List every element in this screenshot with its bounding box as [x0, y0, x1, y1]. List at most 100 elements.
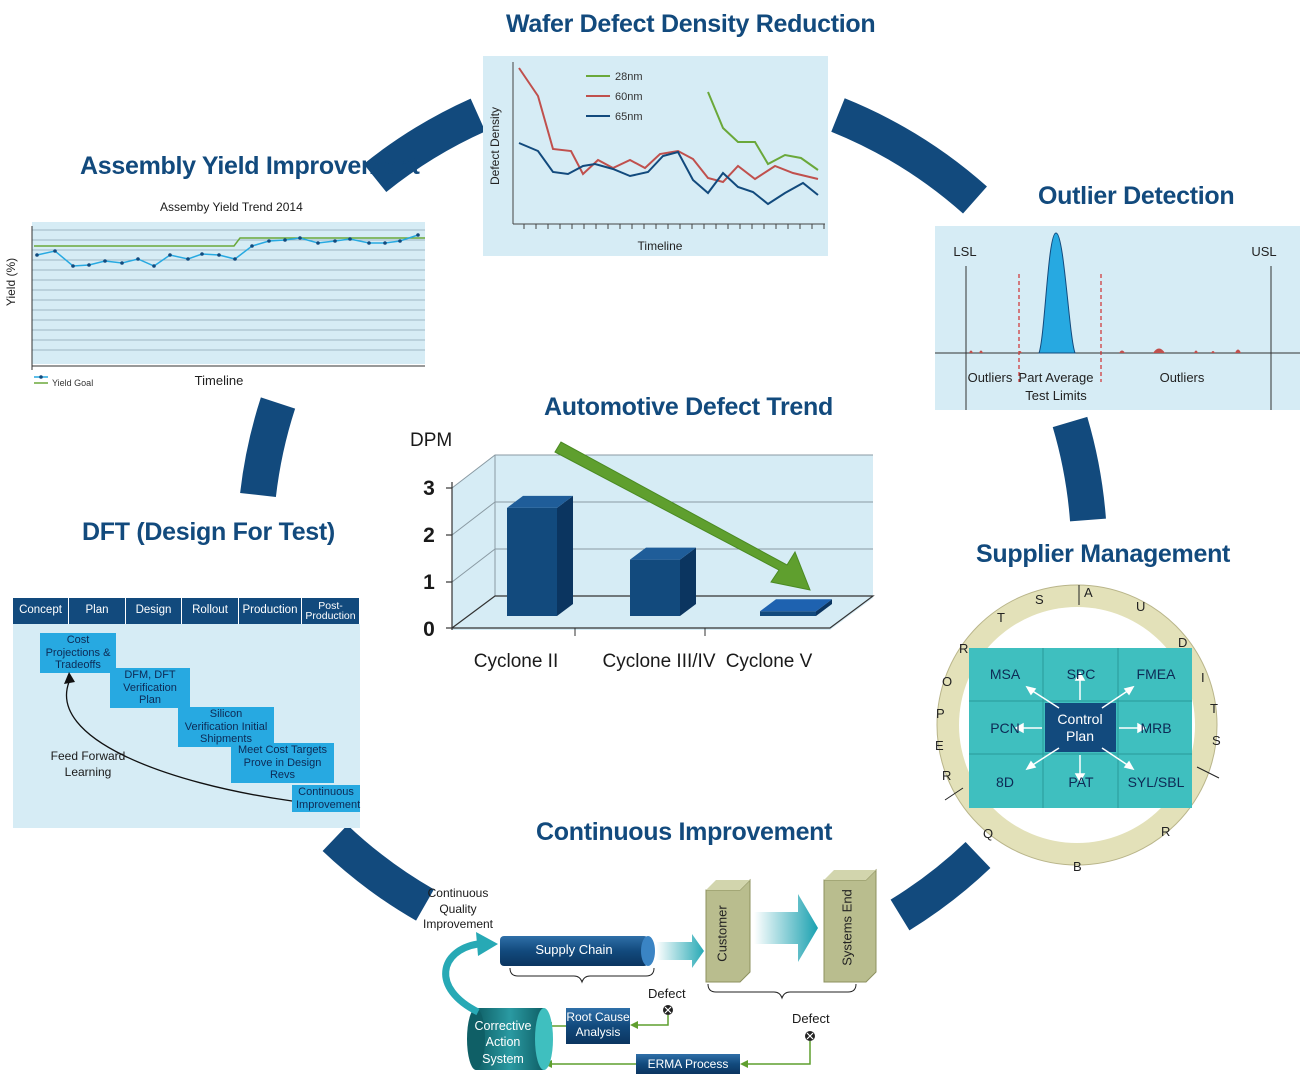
cqi-line3: Improvement	[422, 917, 494, 932]
series-65nm-line	[518, 142, 819, 206]
ring-letter-t-top: T	[997, 610, 1005, 625]
lsl-label: LSL	[953, 244, 976, 259]
arc-top-right	[831, 98, 987, 214]
category-cyclone-v: Cyclone V	[726, 651, 813, 672]
wafer-xlabel: Timeline	[638, 239, 683, 253]
wafer-chart-panel: 28nm 60nm 65nm Defect Density Timeline	[483, 56, 828, 256]
corrective-line2: Action	[485, 1035, 521, 1050]
box-continuous-improvement: Continuous Improvement	[292, 785, 360, 813]
category-cyclone-iii-iv: Cyclone III/IV	[603, 651, 716, 672]
customer-to-systems-arrow	[754, 894, 818, 962]
root-cause-box	[566, 1008, 630, 1044]
cell-control-plan: Control Plan	[1057, 711, 1103, 744]
cell-msa: MSA	[989, 666, 1021, 682]
trend-arrow	[554, 441, 811, 591]
yield-goal-line	[34, 237, 425, 247]
yield-line	[36, 234, 419, 267]
ring-letter-r-bottom: R	[1161, 824, 1171, 839]
left-outliers-label: Outliers	[968, 370, 1013, 385]
cell-pat: PAT	[1068, 774, 1094, 790]
ring-letter-b: B	[1073, 859, 1082, 874]
ytick-2: 2	[423, 524, 435, 547]
root-cause-label: Root Cause Analysis	[566, 1010, 630, 1039]
assembly-chart-block: Assemby Yield Trend 2014	[0, 196, 430, 396]
erma-label: ERMA Process	[647, 1057, 729, 1071]
phase-plan: Plan	[69, 598, 126, 624]
wafer-chart: 28nm 60nm 65nm Defect Density Timeline	[488, 62, 825, 253]
auto-bars	[507, 495, 832, 616]
assembly-title: Assembly Yield Improvement	[80, 152, 420, 180]
continuous-title: Continuous Improvement	[536, 818, 833, 846]
phase-post-production: Post-Production	[302, 598, 360, 624]
feed-forward-line1: Feed Forward	[50, 749, 126, 763]
ring-letter-r-top: R	[959, 641, 969, 656]
ytick-3: 3	[423, 477, 435, 500]
outlier-title: Outlier Detection	[1038, 182, 1235, 210]
corrective-line1: Corrective	[474, 1019, 532, 1033]
assembly-xlabel: Timeline	[195, 373, 244, 388]
corrective-action-label: Corrective Action System	[470, 1018, 536, 1067]
bar-front-0	[507, 507, 557, 616]
dpm-label: DPM	[410, 430, 452, 451]
ring-letter-s-top: S	[1035, 592, 1044, 607]
erma-box	[636, 1054, 740, 1074]
bar-top-1	[630, 547, 696, 560]
phase-rollout: Rollout	[182, 598, 239, 624]
outlier-chart: LSL USL Outliers Part Average Test Limit…	[935, 232, 1300, 410]
supply-chain-label: Supply Chain	[535, 942, 613, 957]
ring-letter-u: U	[1136, 599, 1146, 614]
box-dfm-dft-plan: DFM, DFT Verification Plan	[110, 668, 190, 708]
ring-letter-a: A	[1084, 585, 1093, 600]
systems-end-label: Systems End	[839, 889, 855, 966]
defect-label-1: Defect	[648, 986, 686, 1001]
feed-forward-line2: Learning	[64, 765, 112, 780]
supplier-ring: MSA SPC FMEA PCN Control Plan MRB 8D PAT…	[927, 578, 1227, 878]
corrective-action-cylinder	[476, 1008, 544, 1070]
auto-title: Automotive Defect Trend	[544, 393, 833, 421]
supplier-title: Supplier Management	[976, 540, 1231, 568]
supply-chain-pipe	[500, 936, 648, 966]
cqi-label: Continuous Quality Improvement	[412, 886, 504, 933]
ring-letter-r-left: R	[942, 768, 952, 783]
yield-points	[35, 233, 420, 268]
supply-to-customer-arrow	[656, 934, 704, 968]
phase-concept: Concept	[13, 598, 69, 624]
category-cyclone-ii: Cyclone II	[474, 651, 558, 672]
pat-label-1: Part Average	[1019, 370, 1094, 385]
ring-letter-o: O	[942, 674, 953, 689]
feedback-arrow	[442, 940, 480, 1016]
phase-design: Design	[126, 598, 182, 624]
continuous-flow	[442, 868, 877, 1074]
bar-top-0	[507, 495, 573, 508]
series-28nm-line	[707, 91, 819, 171]
assembly-chart	[32, 229, 425, 351]
supplier-grid: MSA SPC FMEA PCN Control Plan MRB 8D PAT…	[969, 648, 1192, 808]
assembly-legend-goal: Yield Goal	[52, 378, 93, 388]
phase-production: Production	[239, 598, 302, 624]
arc-top-left	[363, 98, 486, 193]
wafer-title: Wafer Defect Density Reduction	[506, 10, 876, 38]
bar-side-1	[680, 547, 696, 616]
auto-defect-chart: DPM 3 2 1 0 Cyclone II Cyclone III/IV Cy…	[410, 430, 875, 672]
corrective-line3: System	[482, 1051, 524, 1066]
bar-side-0	[557, 495, 573, 616]
assembly-chart-panel	[32, 222, 425, 364]
usl-label: USL	[1251, 244, 1276, 259]
arc-bottom-left	[322, 824, 435, 921]
cell-mrb: MRB	[1140, 720, 1172, 736]
bar-front-2	[760, 611, 816, 616]
outlier-bumps	[969, 348, 1241, 353]
bar-front-1	[630, 559, 680, 616]
cell-pcn: PCN	[990, 720, 1020, 736]
distribution-peak	[1038, 232, 1076, 354]
ring-letter-t: T	[1210, 701, 1218, 716]
defect-label-2: Defect	[792, 1011, 830, 1026]
wafer-x-ticks	[523, 224, 825, 229]
feed-forward-arrow	[64, 672, 293, 802]
box-meet-cost-targets: Meet Cost Targets Prove in Design Revs	[231, 743, 334, 783]
dft-title: DFT (Design For Test)	[82, 518, 335, 546]
bar-top-2	[760, 599, 832, 612]
ring-letter-q: Q	[983, 826, 994, 841]
legend-65nm: 65nm	[615, 111, 643, 123]
box-cost-projections: Cost Projections & Tradeoffs	[40, 633, 116, 673]
